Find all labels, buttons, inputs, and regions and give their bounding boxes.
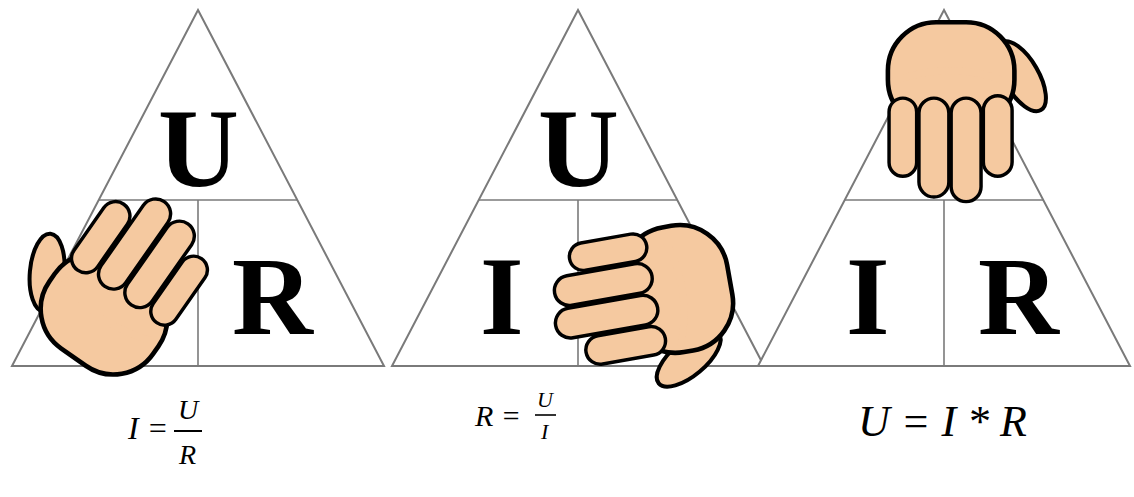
fraction-bar	[535, 414, 556, 416]
fraction-bar	[174, 430, 202, 432]
formula-text: U	[178, 396, 198, 424]
quantity-letter: R	[232, 240, 313, 352]
quantity-letter: U	[538, 92, 619, 204]
formula-text: R =	[475, 401, 521, 431]
formula-text: I =	[128, 412, 168, 444]
formula-text: U = I * R	[858, 400, 1027, 444]
formula-text: R	[179, 441, 196, 469]
hand-covering-u	[888, 22, 1056, 201]
triangle-border	[758, 10, 1130, 366]
divider-line	[943, 200, 945, 366]
quantity-letter: U	[158, 92, 239, 204]
quantity-letter: I	[480, 240, 524, 352]
quantity-letter: R	[978, 240, 1059, 352]
formula-text: I	[541, 421, 548, 443]
formula-text: U	[537, 389, 553, 411]
hand-covering-i	[0, 150, 228, 393]
hand-covering-r	[542, 217, 748, 413]
quantity-letter: I	[846, 240, 890, 352]
